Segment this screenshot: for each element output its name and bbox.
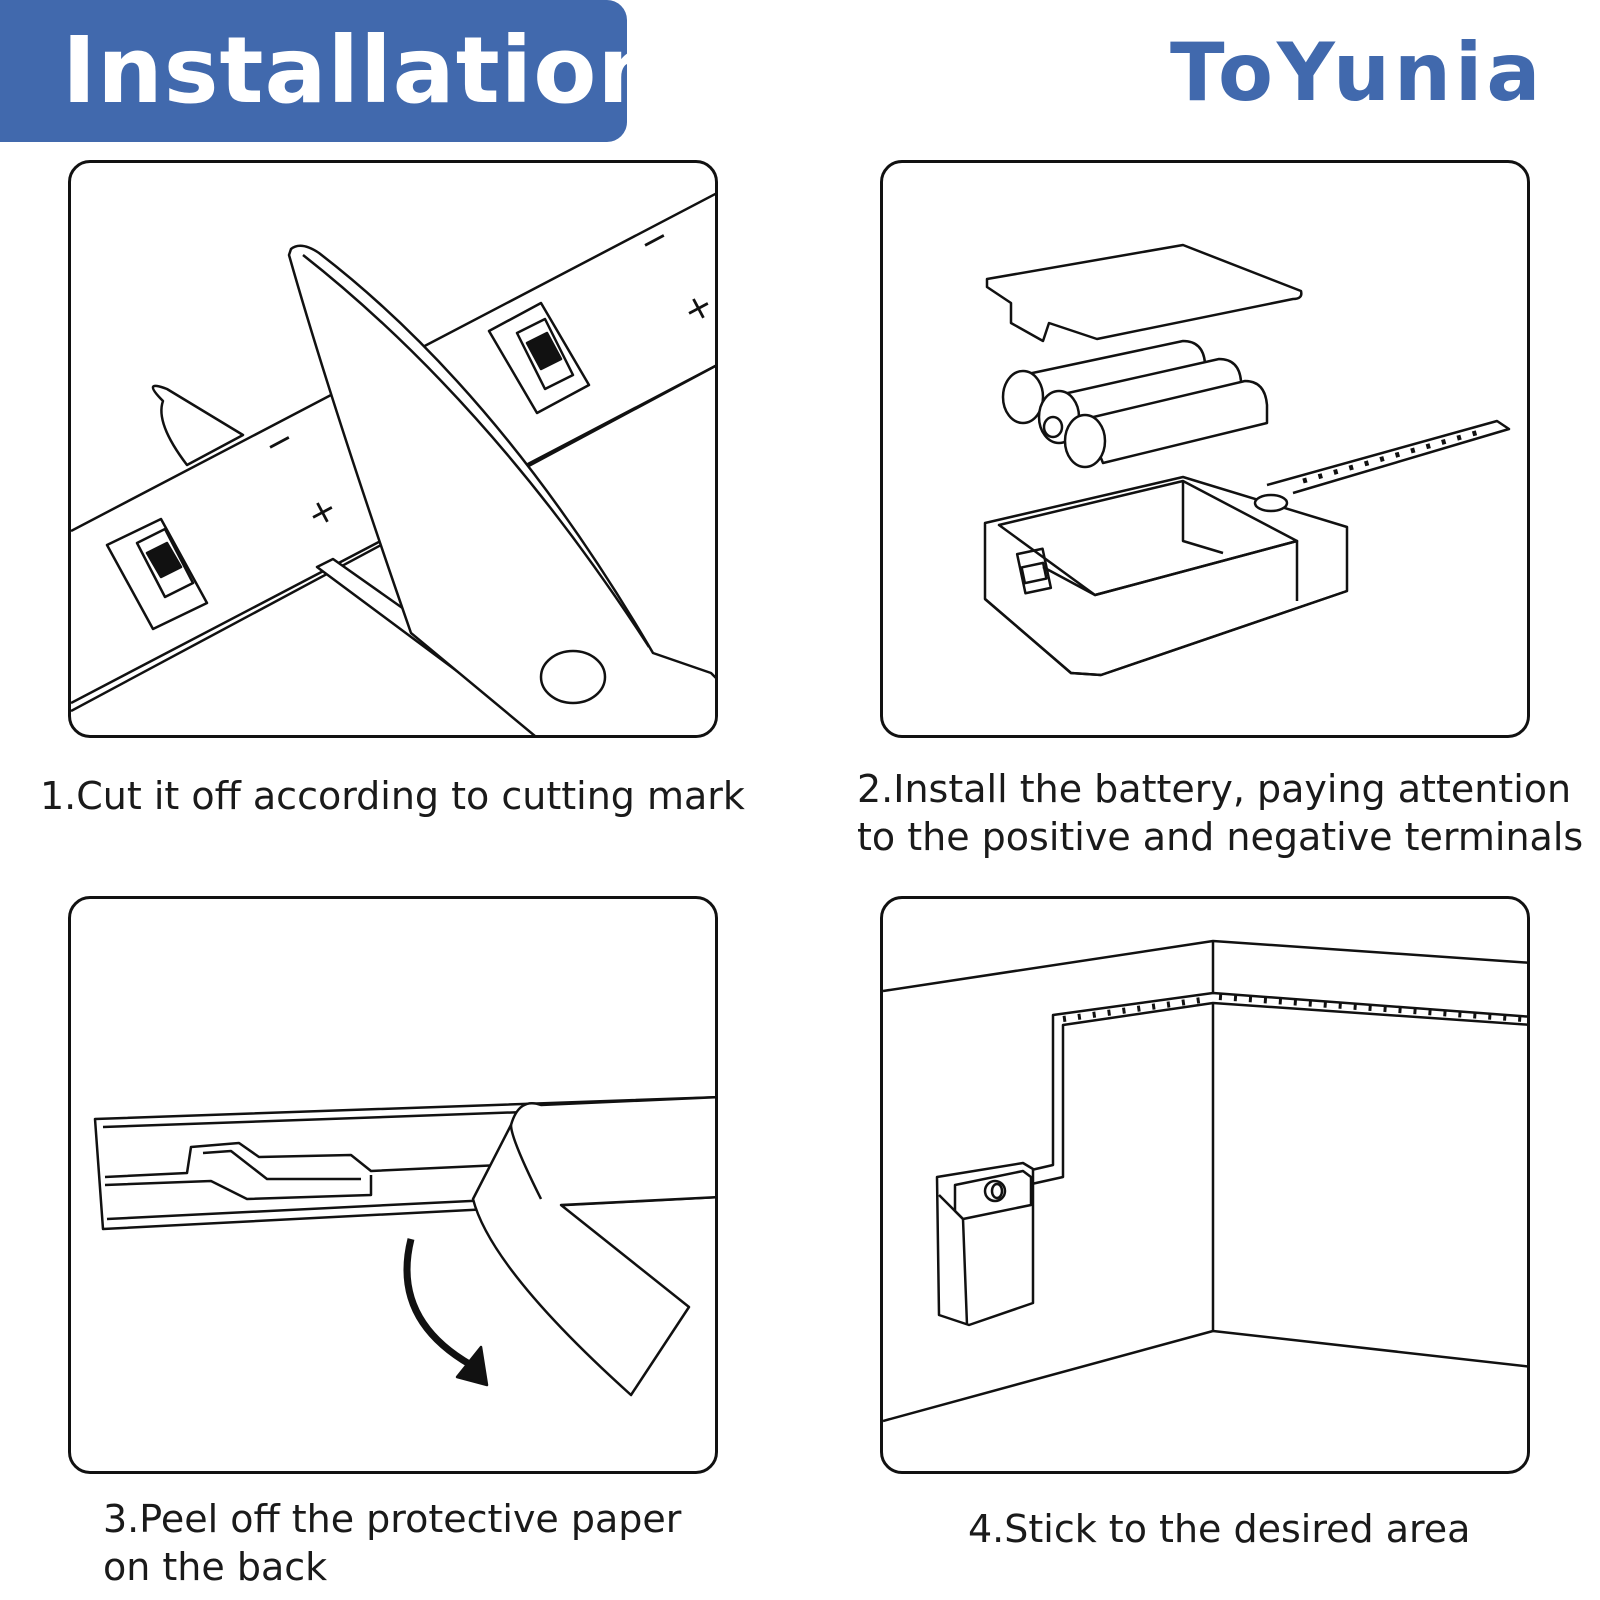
peeled-backing-paper bbox=[471, 1096, 715, 1397]
step-2-caption: 2.Install the battery, paying attention … bbox=[857, 765, 1583, 861]
step-1-caption: 1.Cut it off according to cutting mark bbox=[40, 772, 745, 820]
step-3-caption-line-2: on the back bbox=[103, 1545, 328, 1589]
battery-box bbox=[983, 475, 1349, 677]
step-4-caption: 4.Stick to the desired area bbox=[968, 1505, 1470, 1553]
power-button-icon bbox=[1253, 493, 1289, 513]
header-banner: Installation bbox=[0, 0, 663, 142]
brand-logo: ToYunia bbox=[1170, 28, 1544, 118]
step-3-illustration bbox=[68, 896, 718, 1474]
step-4-caption-line-1: 4.Stick to the desired area bbox=[968, 1507, 1471, 1551]
page-title: Installation bbox=[62, 17, 664, 124]
step-3-caption: 3.Peel off the protective paper on the b… bbox=[103, 1495, 681, 1591]
wire-strip bbox=[1266, 419, 1511, 495]
curved-arrow-icon bbox=[403, 1238, 489, 1387]
step-2-caption-line-1: 2.Install the battery, paying attention bbox=[857, 767, 1572, 811]
step-1-caption-line-1: 1.Cut it off according to cutting mark bbox=[40, 774, 745, 818]
room-corner bbox=[883, 939, 1527, 1423]
battery-box-mounted bbox=[935, 1161, 1035, 1327]
led-chip-left bbox=[105, 517, 209, 631]
aa-battery-icons bbox=[1001, 339, 1269, 469]
step-4-illustration bbox=[880, 896, 1530, 1474]
step-2-caption-line-2: to the positive and negative terminals bbox=[857, 815, 1584, 859]
scissors-pivot-icon bbox=[539, 649, 607, 705]
step-1-illustration: − + − + bbox=[68, 160, 718, 738]
brand-name: ToYunia bbox=[1170, 28, 1544, 118]
battery-lid bbox=[985, 243, 1303, 343]
step-2-illustration bbox=[880, 160, 1530, 738]
step-3-caption-line-1: 3.Peel off the protective paper bbox=[103, 1497, 682, 1541]
scissors-icon bbox=[151, 244, 715, 735]
led-chip-right bbox=[487, 301, 591, 415]
mounted-led-strip bbox=[1025, 991, 1527, 1187]
